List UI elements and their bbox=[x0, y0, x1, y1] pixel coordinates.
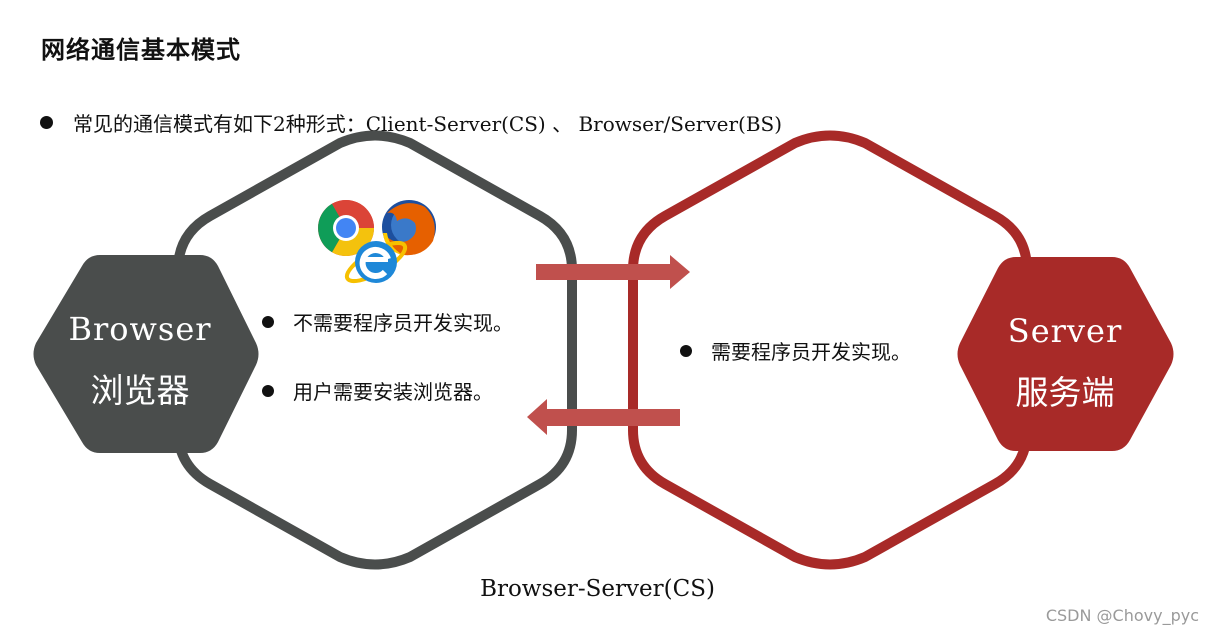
intro-bullet: 常见的通信模式有如下2种形式：Client-Server(CS) 、 Brows… bbox=[40, 108, 782, 137]
browser-label-cn: 浏览器 bbox=[90, 371, 190, 410]
watermark: CSDN @Chovy_pyc bbox=[1045, 606, 1199, 625]
request-arrow bbox=[536, 255, 690, 289]
browser-point-text: 不需要程序员开发实现。 bbox=[293, 311, 513, 335]
browser-node-label: Browser 浏览器 bbox=[60, 310, 220, 412]
bullet-dot bbox=[680, 344, 692, 357]
server-node-hexagon bbox=[957, 257, 1174, 451]
browser-point-text: 用户需要安装浏览器。 bbox=[293, 380, 493, 404]
bullet-dot bbox=[40, 116, 53, 129]
server-point-1: 需要程序员开发实现。 bbox=[680, 336, 911, 365]
bullet-dot bbox=[262, 384, 274, 397]
browser-node-hexagon bbox=[33, 255, 259, 453]
diagram-caption: Browser-Server(CS) bbox=[480, 576, 715, 602]
firefox-icon bbox=[382, 200, 436, 256]
ie-icon bbox=[344, 240, 408, 284]
response-arrow bbox=[527, 399, 680, 435]
browser-point-2: 用户需要安装浏览器。 bbox=[262, 376, 493, 405]
server-name: Server bbox=[1007, 312, 1123, 350]
browser-point-1: 不需要程序员开发实现。 bbox=[262, 307, 513, 336]
server-node-label: Server 服务端 bbox=[985, 312, 1145, 414]
intro-text: 常见的通信模式有如下2种形式：Client-Server(CS) 、 Brows… bbox=[73, 112, 783, 136]
bullet-dot bbox=[262, 315, 274, 328]
server-point-text: 需要程序员开发实现。 bbox=[711, 340, 911, 364]
page-title: 网络通信基本模式 bbox=[41, 35, 241, 64]
browser-name: Browser bbox=[68, 310, 212, 348]
server-label-cn: 服务端 bbox=[1015, 373, 1115, 412]
